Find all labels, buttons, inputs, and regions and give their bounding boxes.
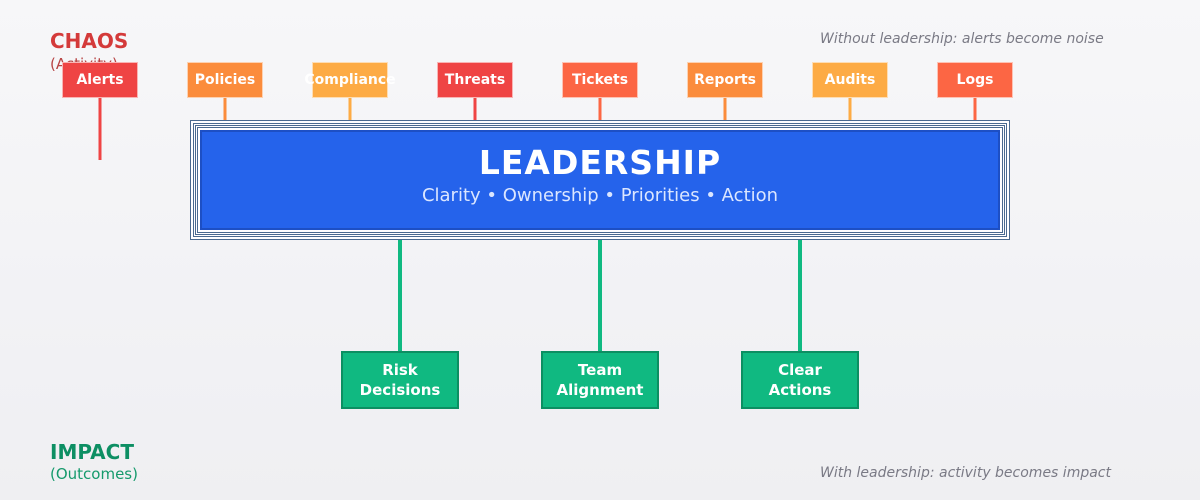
activity-box-audits: Audits	[812, 62, 888, 98]
outcome-box-risk-decisions: Risk Decisions	[341, 351, 459, 409]
outcome-line: Decisions	[359, 381, 441, 399]
activity-box-logs: Logs	[937, 62, 1013, 98]
impact-note: With leadership: activity becomes impact	[820, 465, 1111, 481]
leadership-title: LEADERSHIP	[478, 143, 722, 182]
chaos-note: Without leadership: alerts become noise	[820, 31, 1104, 47]
activity-box-compliance: Compliance	[304, 62, 396, 98]
outcome-line: Alignment	[556, 381, 644, 399]
outcome-line: Clear	[778, 361, 822, 379]
activity-box-reports: Reports	[687, 62, 763, 98]
leadership-hub	[200, 130, 1000, 230]
impact-heading: IMPACT	[50, 440, 134, 464]
outcome-connectors	[398, 230, 802, 351]
outcome-line: Actions	[768, 381, 832, 399]
outcome-box-team-alignment: Team Alignment	[541, 351, 659, 409]
activity-box-tickets: Tickets	[562, 62, 638, 98]
activity-connectors	[98, 98, 977, 160]
activity-box-threats: Threats	[437, 62, 513, 98]
leadership-subtitle: Clarity • Ownership • Priorities • Actio…	[421, 185, 779, 206]
activity-box-policies: Policies	[187, 62, 263, 98]
outcome-line: Risk	[382, 361, 418, 379]
impact-subheading: (Outcomes)	[50, 465, 138, 483]
chaos-heading: CHAOS	[50, 29, 129, 53]
activity-box-alerts: Alerts	[62, 62, 138, 98]
outcome-box-clear-actions: Clear Actions	[741, 351, 859, 409]
outcome-line: Team	[577, 361, 623, 379]
